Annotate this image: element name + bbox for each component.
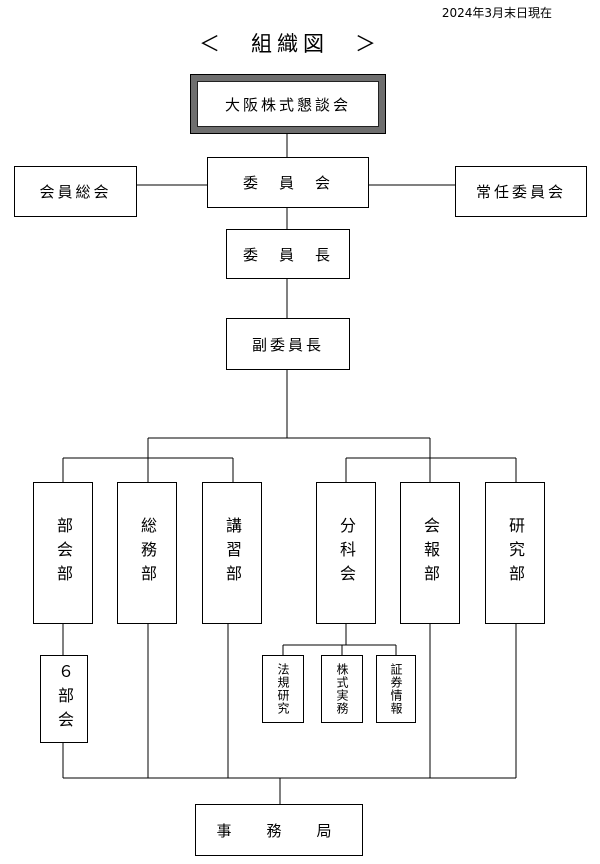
- six-bukai-box: ６部会: [40, 655, 88, 743]
- standing-committee-box: 常任委員会: [455, 166, 587, 217]
- page-title: ＜ 組織図 ＞: [199, 32, 381, 56]
- secretariat-box: 事 務 局: [195, 804, 363, 856]
- department-training: 講習部: [202, 482, 262, 624]
- as-of-date: 2024年3月末日現在: [441, 6, 552, 20]
- department-subcommittee: 分科会: [316, 482, 376, 624]
- vice-chair-box: 副委員長: [226, 318, 350, 370]
- committee-box: 委 員 会: [207, 157, 369, 208]
- department-bulletin: 会報部: [400, 482, 460, 624]
- general-meeting-box: 会員総会: [14, 166, 137, 217]
- chair-box: 委 員 長: [226, 229, 350, 279]
- osaka-stock-roundtable-box: 大阪株式懇談会: [190, 74, 386, 134]
- department-research: 研究部: [485, 482, 545, 624]
- subcommittee-law-research: 法規研究: [262, 655, 304, 723]
- subcommittee-stock-practice: 株式実務: [321, 655, 363, 723]
- subcommittee-securities-info: 証券情報: [376, 655, 416, 723]
- department-general-affairs: 総務部: [117, 482, 177, 624]
- department-bukai: 部会部: [33, 482, 93, 624]
- osaka-stock-roundtable-label: 大阪株式懇談会: [197, 81, 379, 127]
